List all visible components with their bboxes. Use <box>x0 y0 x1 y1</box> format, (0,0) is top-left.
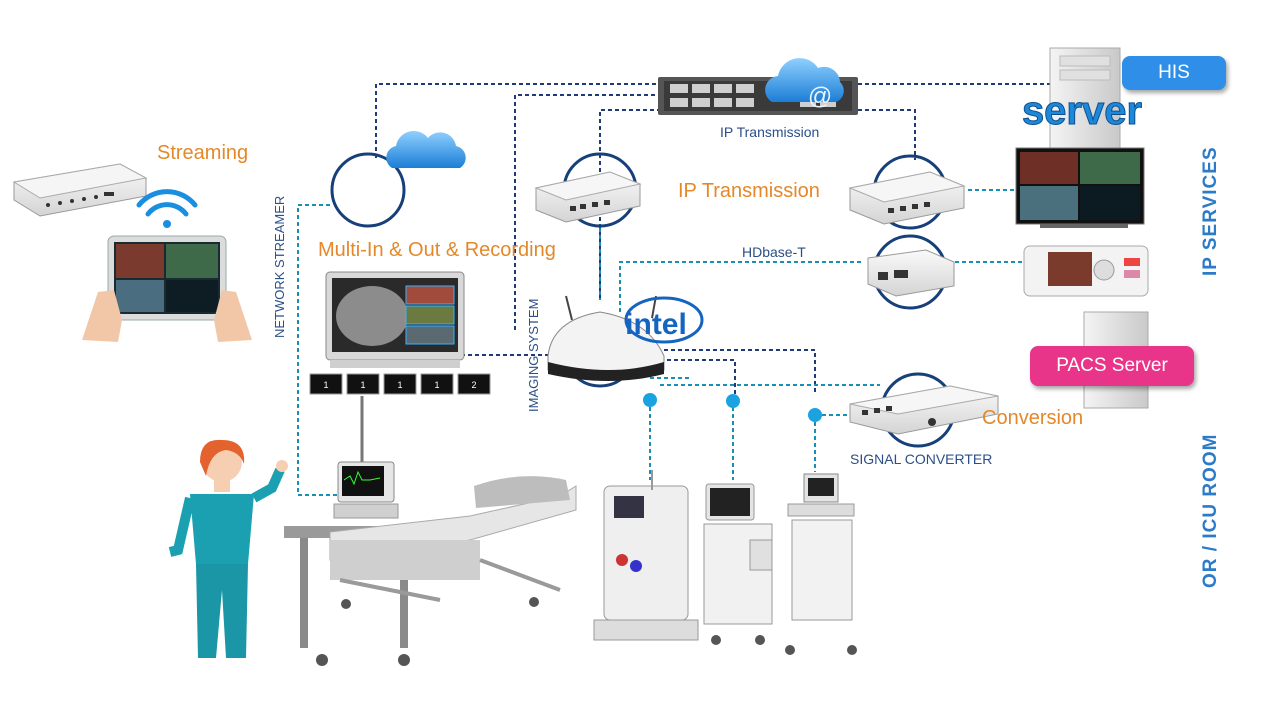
monitor-thumb: 1 <box>309 373 343 395</box>
connector-dots <box>643 393 822 422</box>
recording-monitor <box>325 271 465 368</box>
nurse-figure <box>168 439 288 658</box>
network-streamer-label: NETWORK STREAMER <box>272 195 287 338</box>
or-icu-room-label: OR / ICU ROOM <box>1200 433 1221 588</box>
svg-text:intel: intel <box>625 308 687 341</box>
ip-services-label: IP SERVICES <box>1200 146 1221 276</box>
dialysis-machine <box>593 470 699 641</box>
conversion-label: Conversion <box>982 407 1084 429</box>
svg-text:2: 2 <box>471 380 476 390</box>
svg-text:1: 1 <box>323 380 328 390</box>
his-server-tower <box>1049 47 1121 153</box>
internet-cloud-icon: @ <box>765 58 844 110</box>
link-lines-dark <box>375 83 1050 398</box>
monitor-thumb: 1 <box>420 373 454 395</box>
ip-transmitter-left <box>534 171 642 223</box>
svg-text:server: server <box>1022 89 1142 133</box>
streaming-label: Streaming <box>157 142 249 164</box>
imaging-system-router <box>547 295 665 381</box>
svg-text:1: 1 <box>397 380 402 390</box>
ip-transmission-label: IP Transmission <box>678 180 820 202</box>
multi-in-out-recording-label: Multi-In & Out & Recording <box>318 239 556 261</box>
wifi-icon <box>136 189 198 228</box>
pacs-server-label: PACS Server <box>1056 355 1168 376</box>
imaging-system-label: IMAGING SYSTEM <box>526 298 541 412</box>
monitor-thumb: 2 <box>457 373 491 395</box>
ip-receiver-right <box>848 171 966 225</box>
server-logo: server <box>1021 89 1142 134</box>
ventilator-machine <box>703 483 773 645</box>
signal-converter-device <box>849 385 999 435</box>
hospital-bed <box>284 476 577 666</box>
cloud-icon <box>386 130 466 168</box>
ip-transmission-small-label: IP Transmission <box>720 124 820 140</box>
ultrasound-cart <box>785 473 857 655</box>
hdbaset-extender <box>867 249 955 297</box>
his-label: HIS <box>1158 62 1190 83</box>
monitor-thumb: 1 <box>346 373 380 395</box>
intel-logo: intel <box>624 296 704 344</box>
streaming-encoder-device <box>12 163 148 217</box>
his-badge: HIS <box>1122 56 1226 90</box>
hdbase-t-label: HDbase-T <box>742 244 806 260</box>
medical-recorder <box>1023 245 1149 297</box>
monitor-thumb: 1 <box>383 373 417 395</box>
svg-text:@: @ <box>808 83 832 110</box>
signal-converter-label: SIGNAL CONVERTER <box>850 451 993 467</box>
monitor-strip: 1 1 1 1 2 <box>309 373 491 395</box>
surgical-display-monitor <box>1015 147 1145 228</box>
pacs-server-badge: PACS Server <box>1030 346 1194 386</box>
svg-text:1: 1 <box>434 380 439 390</box>
svg-text:1: 1 <box>360 380 365 390</box>
tablet-with-hands <box>82 235 252 342</box>
patient-monitor <box>333 461 399 519</box>
